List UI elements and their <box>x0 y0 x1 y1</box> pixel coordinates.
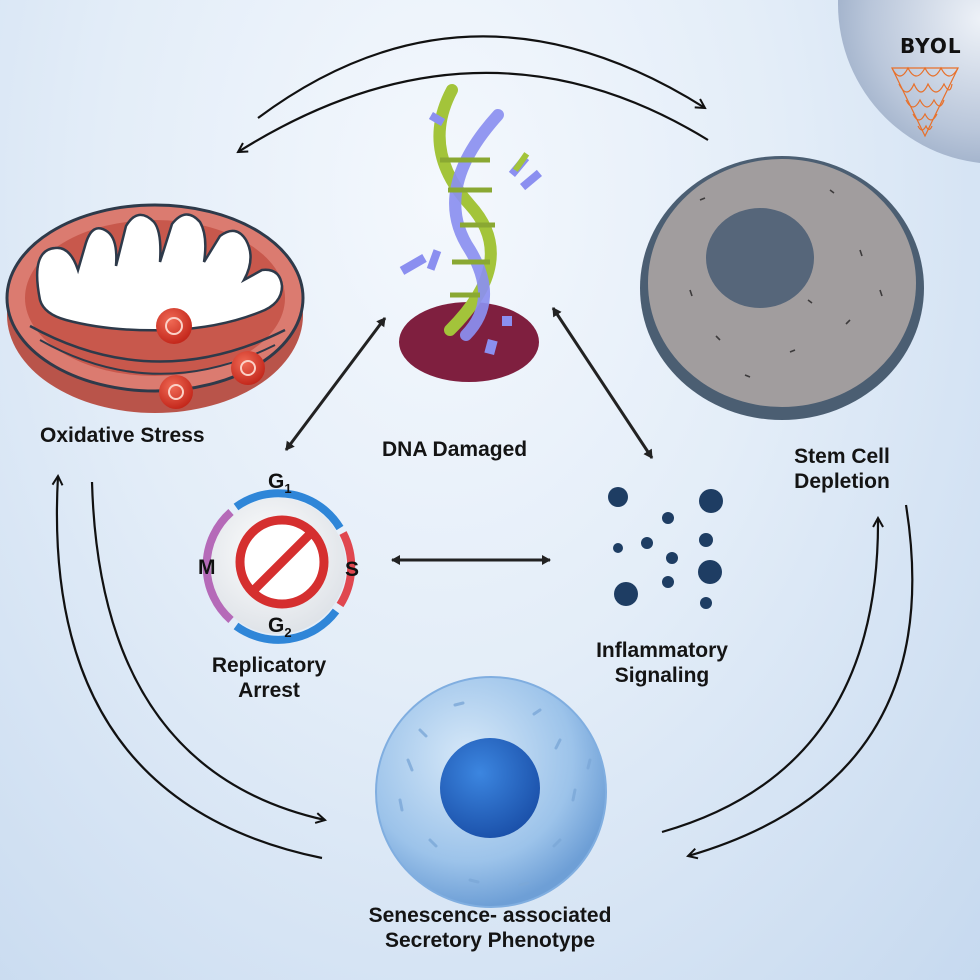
label-replicatory-arrest: Replicatory Arrest <box>195 653 343 703</box>
label-inflammatory-line1: Inflammatory <box>596 639 728 662</box>
mitochondrion-icon <box>5 203 305 413</box>
stem-cell-icon <box>640 156 924 420</box>
cycle-m-arc <box>202 509 234 623</box>
phase-s-label: S <box>345 558 360 581</box>
prohibited-icon <box>235 515 329 609</box>
arrow-dna-inflammatory <box>551 307 654 459</box>
label-inflammatory-line2: Signaling <box>614 664 710 687</box>
cycle-g2-arc <box>233 608 340 644</box>
cycle-s-arc <box>336 531 356 608</box>
arrow-top-back <box>238 71 709 152</box>
cell-cycle-icon <box>202 489 356 644</box>
ros-particle-icon <box>156 308 192 344</box>
label-stem-cell-line1: Stem Cell <box>794 445 890 468</box>
label-sasp-line2: Secretory Phenotype <box>384 929 596 952</box>
phase-g1-label: G1 <box>268 470 292 497</box>
arrow-left-down <box>90 481 325 820</box>
phase-m-label: M <box>198 556 216 579</box>
ros-particle-icon <box>231 351 265 385</box>
label-dna-damaged: DNA Damaged <box>382 438 528 461</box>
arrow-dna-replicatory <box>284 317 387 451</box>
label-inflammatory-signaling: Inflammatory Signaling <box>580 638 744 688</box>
inflammatory-molecules-icon <box>608 487 723 609</box>
label-sasp: Senescence- associated Secretory Phenoty… <box>338 903 642 953</box>
label-oxidative-stress: Oxidative Stress <box>40 424 205 447</box>
ros-particle-icon <box>159 375 193 409</box>
dna-damage-icon <box>399 84 542 382</box>
label-replicatory-line2: Arrest <box>238 679 300 702</box>
label-stem-cell-depletion: Stem Cell Depletion <box>790 444 894 494</box>
senescent-cell-icon <box>375 676 607 908</box>
label-stem-cell-line2: Depletion <box>794 470 890 493</box>
brand-mark-icon <box>891 66 959 138</box>
arrow-right-down <box>688 504 914 856</box>
label-replicatory-line1: Replicatory <box>211 654 327 677</box>
label-sasp-line1: Senescence- associated <box>368 904 612 927</box>
arrow-right-up <box>661 518 878 834</box>
brand-name: BYOL <box>900 34 962 58</box>
arrow-left-up <box>57 476 323 860</box>
phase-g2-label: G2 <box>268 614 292 641</box>
arrow-top-forward <box>257 35 705 119</box>
cycle-g1-arc <box>233 489 344 531</box>
